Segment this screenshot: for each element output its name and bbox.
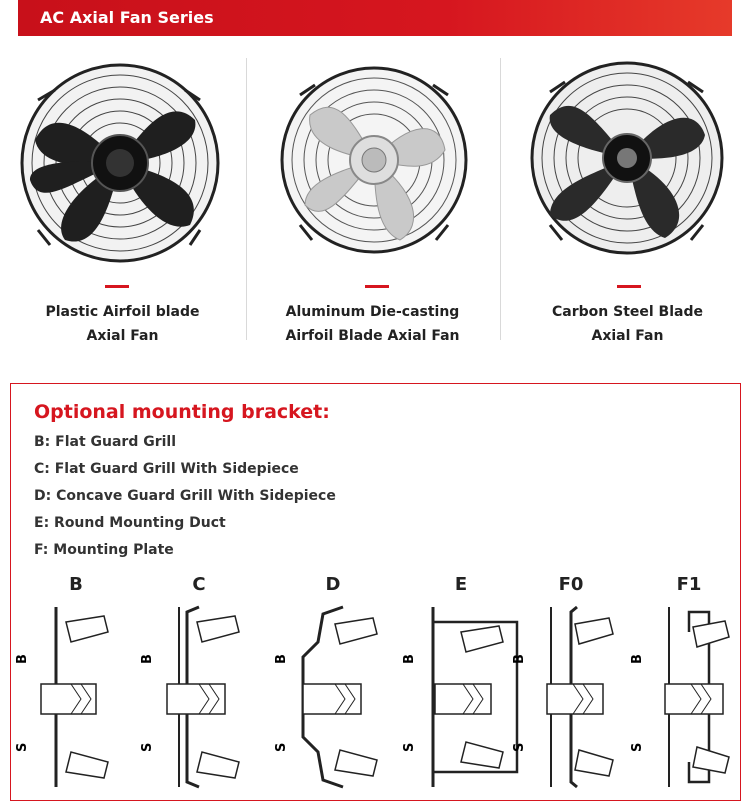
diagram-f0: F0 B S <box>511 574 631 799</box>
dim-s-label: S <box>512 743 527 752</box>
dim-b-label: B <box>402 654 417 664</box>
dim-s-label: S <box>16 743 30 752</box>
diagram-b: B B S <box>16 574 136 799</box>
diagram-c: C B S <box>139 574 259 799</box>
dim-b-label: B <box>512 654 527 664</box>
dim-b-label: B <box>630 654 645 664</box>
bracket-option: C: Flat Guard Grill With Sidepiece <box>34 461 299 477</box>
diagram-label: B <box>69 574 83 595</box>
column-divider <box>246 58 247 340</box>
dim-s-label: S <box>630 743 645 752</box>
fan-caption: Aluminum Die-casting Airfoil Blade Axial… <box>250 300 495 348</box>
fan-image-plastic <box>20 63 220 263</box>
bracket-option: F: Mounting Plate <box>34 542 174 558</box>
caption-line-2: Axial Fan <box>86 328 159 344</box>
fan-caption: Plastic Airfoil blade Axial Fan <box>0 300 245 348</box>
caption-line-1: Plastic Airfoil blade <box>45 304 200 320</box>
bracket-diagram-f1: B S <box>630 607 730 787</box>
diagram-label: D <box>325 574 341 595</box>
fan-card-aluminum: Aluminum Die-casting Airfoil Blade Axial… <box>250 60 495 350</box>
diagram-label: F1 <box>676 574 702 595</box>
diagram-label: E <box>454 574 468 595</box>
dim-s-label: S <box>274 743 289 752</box>
bracket-diagram-c: B S <box>140 605 240 789</box>
diagram-f1: F1 B S <box>629 574 749 799</box>
fan-card-steel: Carbon Steel Blade Axial Fan <box>505 60 750 350</box>
bracket-title: Optional mounting bracket: <box>34 401 330 423</box>
diagram-e: E B S <box>401 574 521 799</box>
dim-s-label: S <box>140 743 155 752</box>
fan-card-plastic: Plastic Airfoil blade Axial Fan <box>0 60 245 350</box>
caption-accent <box>365 285 389 288</box>
bracket-option-list: B: Flat Guard Grill C: Flat Guard Grill … <box>34 429 336 564</box>
bracket-diagram-d: B S <box>274 605 378 789</box>
diagram-label: C <box>192 574 206 595</box>
caption-accent <box>105 285 129 288</box>
dim-b-label: B <box>274 654 289 664</box>
caption-line-2: Airfoil Blade Axial Fan <box>285 328 460 344</box>
caption-line-1: Carbon Steel Blade <box>552 304 703 320</box>
fan-image-aluminum <box>280 66 468 254</box>
caption-line-1: Aluminum Die-casting <box>285 304 460 320</box>
banner-title: AC Axial Fan Series <box>40 8 214 27</box>
dim-b-label: B <box>16 654 30 664</box>
bracket-option: D: Concave Guard Grill With Sidepiece <box>34 488 336 504</box>
mounting-bracket-panel: Optional mounting bracket: B: Flat Guard… <box>10 383 741 801</box>
bracket-diagram-f0: B S <box>512 605 614 789</box>
caption-line-2: Axial Fan <box>591 328 664 344</box>
bracket-option: B: Flat Guard Grill <box>34 434 177 450</box>
bracket-diagram-e: B S <box>402 607 519 787</box>
caption-accent <box>617 285 641 288</box>
bracket-option: E: Round Mounting Duct <box>34 515 226 531</box>
fan-caption: Carbon Steel Blade Axial Fan <box>505 300 750 348</box>
dim-s-label: S <box>402 743 417 752</box>
bracket-diagram-b: B S <box>16 607 109 787</box>
diagram-d: D B S <box>273 574 393 799</box>
series-banner: AC Axial Fan Series <box>18 0 732 36</box>
dim-b-label: B <box>140 654 155 664</box>
column-divider <box>500 58 501 340</box>
diagram-label: F0 <box>558 574 584 595</box>
fan-image-steel <box>530 61 724 255</box>
